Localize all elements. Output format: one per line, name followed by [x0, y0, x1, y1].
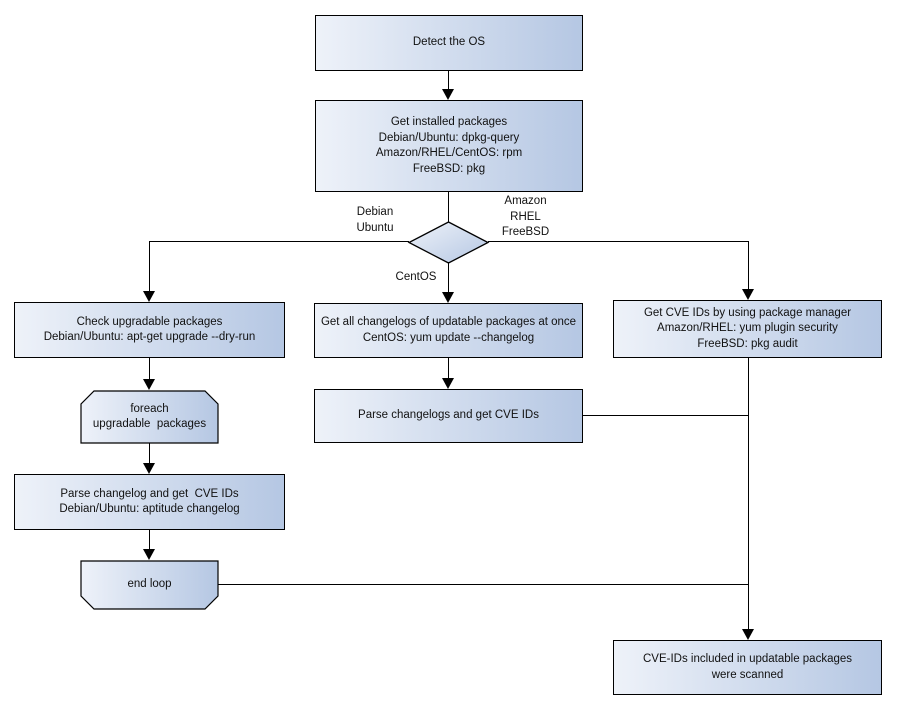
arrowhead-icon	[742, 629, 754, 640]
connector-line	[448, 71, 449, 92]
arrowhead-icon	[143, 379, 155, 390]
connector-line	[448, 192, 449, 222]
arrowhead-icon	[143, 463, 155, 474]
connector-line	[149, 443, 150, 467]
arrowhead-icon	[143, 549, 155, 560]
connector-line	[149, 358, 150, 383]
edge-label-centos: CentOS	[395, 271, 437, 283]
arrowhead-icon	[143, 291, 155, 302]
node-detect-os-label: Detect the OS	[412, 36, 486, 49]
arrowhead-icon	[442, 378, 454, 389]
decision-diamond	[407, 221, 490, 264]
loop-start-shape	[80, 390, 219, 444]
edge-label-amazon-rhel-freebsd: Amazon RHEL FreeBSD	[501, 195, 550, 238]
connector-line	[218, 584, 748, 585]
node-parse-changelogs-label: Parse changelogs and get CVE IDs	[358, 409, 539, 422]
node-parse-changelog: Parse changelog and get CVE IDs Debian/U…	[14, 474, 285, 530]
node-get-cve-ids: Get CVE IDs by using package manager Ama…	[613, 300, 882, 358]
node-detect-os: Detect the OS	[315, 15, 583, 71]
node-get-all-changelogs: Get all changelogs of updatable packages…	[314, 303, 583, 358]
connector-line	[488, 241, 748, 242]
arrowhead-icon	[442, 292, 454, 303]
connector-line	[149, 530, 150, 553]
loop-end-shape	[80, 560, 219, 610]
edge-label-debian-ubuntu: Debian Ubuntu	[356, 206, 394, 234]
connector-line	[583, 415, 748, 416]
node-cve-ids-scanned: CVE-IDs included in updatable packages w…	[613, 640, 882, 695]
node-get-installed-packages-label: Get installed packages Debian/Ubuntu: dp…	[375, 116, 523, 175]
node-check-upgradable-packages-label: Check upgradable packages Debian/Ubuntu:…	[43, 315, 256, 344]
connector-line	[748, 358, 749, 633]
connector-line	[448, 262, 449, 295]
connector-line	[149, 241, 150, 294]
arrowhead-icon	[442, 89, 454, 100]
connector-line	[448, 358, 449, 382]
node-parse-changelogs: Parse changelogs and get CVE IDs	[314, 389, 583, 443]
node-get-cve-ids-label: Get CVE IDs by using package manager Ama…	[643, 306, 852, 350]
connector-line	[748, 241, 749, 292]
node-get-all-changelogs-label: Get all changelogs of updatable packages…	[320, 316, 577, 344]
node-get-installed-packages: Get installed packages Debian/Ubuntu: dp…	[315, 100, 583, 192]
node-parse-changelog-label: Parse changelog and get CVE IDs Debian/U…	[59, 487, 240, 516]
node-check-upgradable-packages: Check upgradable packages Debian/Ubuntu:…	[14, 302, 285, 358]
connector-line	[149, 241, 409, 242]
arrowhead-icon	[742, 289, 754, 300]
node-cve-ids-scanned-label: CVE-IDs included in updatable packages w…	[642, 653, 853, 681]
